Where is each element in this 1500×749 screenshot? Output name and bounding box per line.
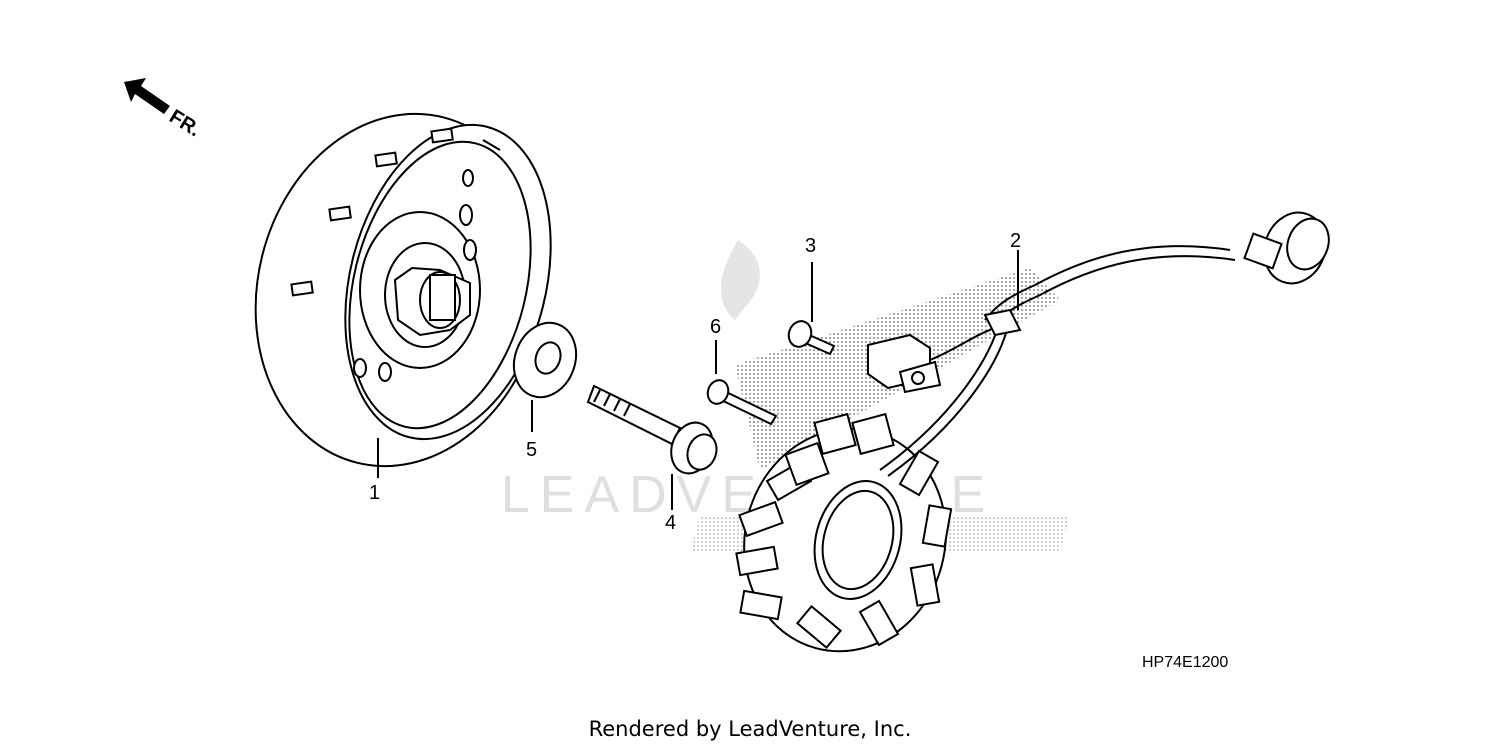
pickup-bolt-part[interactable]	[704, 340, 778, 426]
front-indicator: FR.	[165, 106, 204, 142]
diagram-code: HP74E1200	[1142, 654, 1229, 671]
flywheel-part[interactable]	[219, 83, 582, 497]
stator-part[interactable]	[719, 204, 1335, 674]
callout-5: 5	[526, 439, 538, 461]
footer-credit: Rendered by LeadVenture, Inc.	[588, 717, 912, 741]
callout-4: 4	[665, 512, 677, 534]
washer-part[interactable]	[504, 314, 586, 432]
callout-2: 2	[1010, 230, 1022, 252]
front-arrow-icon: FR.	[124, 78, 204, 141]
callout-6: 6	[710, 316, 722, 338]
callout-1: 1	[369, 482, 381, 504]
callout-3: 3	[805, 235, 817, 257]
flange-bolt-part[interactable]	[586, 384, 721, 510]
small-bolt-part[interactable]	[785, 262, 836, 356]
